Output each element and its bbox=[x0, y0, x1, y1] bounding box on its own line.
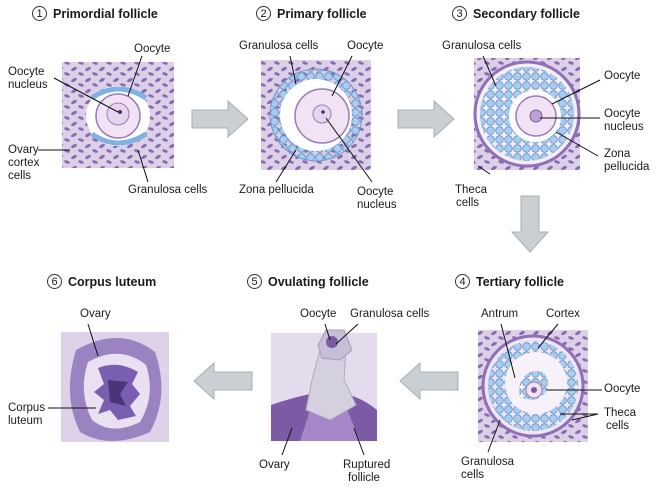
label-s5-ruptured-line1: Ruptured bbox=[343, 459, 391, 471]
label-s4-theca-line1: Theca bbox=[604, 407, 636, 419]
arrow-stage-5-to-6 bbox=[193, 361, 253, 401]
label-s3-zona-line1: Zona bbox=[604, 148, 631, 160]
label-s2-nucleus-line2: nucleus bbox=[357, 199, 397, 211]
label-s3-nucleus-line1: Oocyte bbox=[604, 108, 641, 120]
label-s1-ovary-cortex-line3: cells bbox=[8, 170, 32, 182]
label-s3-theca-line1: Theca bbox=[455, 184, 487, 196]
label-s5-ruptured-line2: follicle bbox=[348, 472, 380, 484]
primordial-follicle-illustration bbox=[62, 62, 174, 168]
label-s3-nucleus-line2: nucleus bbox=[604, 121, 644, 133]
secondary-follicle-illustration bbox=[473, 58, 581, 170]
label-s4-granulosa-line1: Granulosa bbox=[461, 456, 515, 468]
label-s4-theca-line2: cells bbox=[606, 420, 630, 432]
label-s4-antrum: Antrum bbox=[481, 308, 519, 320]
label-s4-cortex: Cortex bbox=[546, 308, 580, 320]
label-s4-oocyte: Oocyte bbox=[604, 383, 641, 395]
primary-follicle-illustration bbox=[261, 60, 371, 170]
stage-1-number: 1 bbox=[32, 6, 47, 21]
label-s2-zona: Zona pellucida bbox=[239, 184, 314, 196]
arrow-stage-4-to-5 bbox=[399, 361, 459, 401]
stage-6-number: 6 bbox=[47, 274, 62, 289]
stage-4-title-text: Tertiary follicle bbox=[476, 274, 564, 289]
label-s3-granulosa: Granulosa cells bbox=[442, 40, 522, 52]
label-s6-ovary: Ovary bbox=[80, 308, 111, 320]
label-s1-granulosa: Granulosa cells bbox=[128, 184, 208, 196]
stage-2-title: 2 Primary follicle bbox=[256, 6, 367, 21]
arrow-stage-2-to-3 bbox=[397, 99, 455, 139]
stage-5-title-text: Ovulating follicle bbox=[268, 274, 369, 289]
stage-6-title-text: Corpus luteum bbox=[68, 274, 157, 289]
label-s3-theca-line2: cells bbox=[456, 197, 480, 209]
label-s6-corpus-line2: luteum bbox=[8, 415, 43, 427]
stage-3-title-text: Secondary follicle bbox=[473, 6, 580, 21]
stage-5-number: 5 bbox=[247, 274, 262, 289]
label-s4-granulosa-line2: cells bbox=[461, 469, 485, 481]
label-s2-granulosa: Granulosa cells bbox=[239, 40, 319, 52]
label-s5-oocyte: Oocyte bbox=[300, 308, 337, 320]
label-s3-zona-line2: pellucida bbox=[604, 161, 650, 173]
label-s5-granulosa: Granulosa cells bbox=[350, 308, 430, 320]
label-s1-oocyte: Oocyte bbox=[134, 43, 171, 55]
stage-1-title: 1 Primordial follicle bbox=[32, 6, 158, 21]
arrow-stage-3-to-4 bbox=[510, 195, 550, 253]
tertiary-follicle-illustration bbox=[478, 330, 588, 442]
label-s2-nucleus-line1: Oocyte bbox=[357, 186, 394, 198]
leader-lines bbox=[38, 55, 602, 456]
stage-3-title: 3 Secondary follicle bbox=[452, 6, 580, 21]
arrow-stage-1-to-2 bbox=[191, 99, 249, 139]
label-s1-oocyte-nucleus-line1: Oocyte bbox=[8, 66, 45, 78]
stage-4-title: 4 Tertiary follicle bbox=[455, 274, 564, 289]
stage-3-number: 3 bbox=[452, 6, 467, 21]
label-s6-corpus-line1: Corpus bbox=[8, 402, 46, 414]
stage-5-title: 5 Ovulating follicle bbox=[247, 274, 369, 289]
label-s1-oocyte-nucleus-line2: nucleus bbox=[8, 79, 48, 91]
label-s1-ovary-cortex-line1: Ovary bbox=[8, 144, 39, 156]
stage-1-title-text: Primordial follicle bbox=[53, 6, 158, 21]
ovulating-follicle-illustration bbox=[271, 329, 377, 441]
label-s5-ovary: Ovary bbox=[259, 459, 290, 471]
label-s3-oocyte: Oocyte bbox=[604, 70, 641, 82]
stage-2-number: 2 bbox=[256, 6, 271, 21]
stage-2-title-text: Primary follicle bbox=[277, 6, 367, 21]
stage-6-title: 6 Corpus luteum bbox=[47, 274, 156, 289]
label-s1-ovary-cortex-line2: cortex bbox=[8, 157, 40, 169]
label-s2-oocyte: Oocyte bbox=[347, 40, 384, 52]
stage-4-number: 4 bbox=[455, 274, 470, 289]
corpus-luteum-illustration bbox=[61, 332, 169, 442]
